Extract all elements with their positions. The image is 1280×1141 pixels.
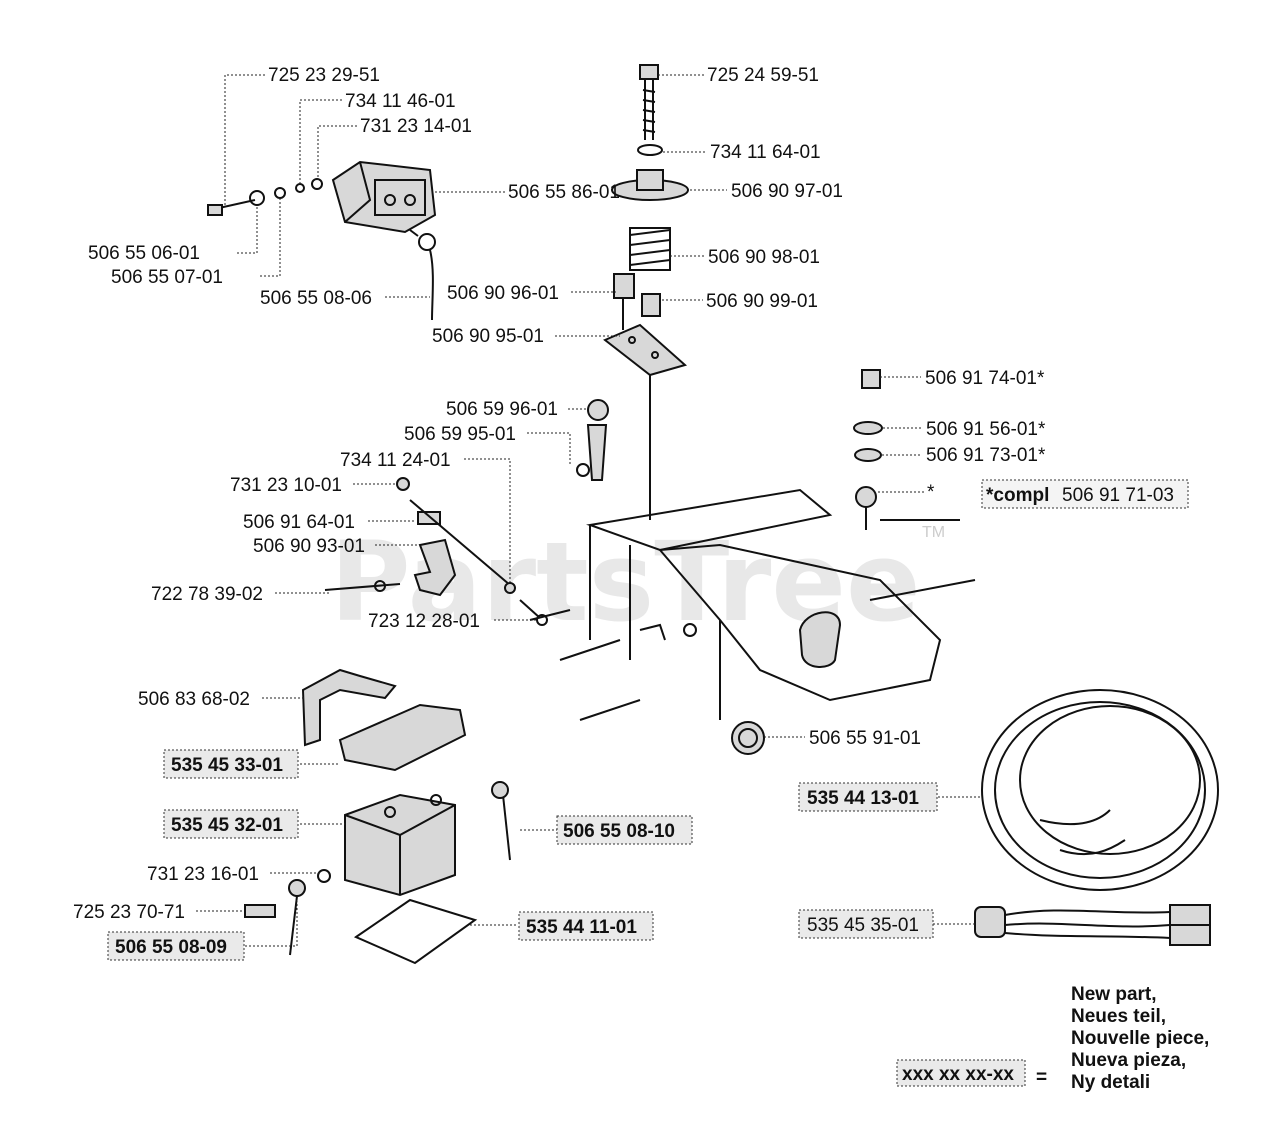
label-506-83-68-02: 506 83 68-02 — [138, 689, 250, 710]
label-506-90-97-01: 506 90 97-01 — [731, 181, 843, 202]
label-506-55-91-01: 506 55 91-01 — [809, 728, 921, 749]
lever-drawing — [576, 399, 609, 481]
legend-line-3: Nouvelle piece, — [1071, 1028, 1209, 1049]
label-734-11-64-01: 734 11 64-01 — [710, 142, 821, 163]
battery-drawing — [244, 668, 511, 965]
legend-line-2: Neues teil, — [1071, 1006, 1166, 1027]
label-506-90-93-01: 506 90 93-01 — [253, 536, 365, 557]
label-506-55-07-01: 506 55 07-01 — [111, 267, 223, 288]
label-725-24-59-51: 725 24 59-51 — [707, 65, 819, 86]
label-506-90-98-01: 506 90 98-01 — [708, 247, 820, 268]
solenoid-drawing — [207, 160, 437, 321]
label-compl-number: 506 91 71-03 — [1062, 485, 1174, 506]
bracket-drawing — [324, 477, 548, 626]
label-506-55-08-06: 506 55 08-06 — [260, 288, 372, 309]
new-part-box-535-44-13-01 — [798, 782, 938, 812]
part-labels: 725 23 29-51 734 11 46-01 731 23 14-01 5… — [73, 65, 1189, 961]
label-506-90-99-01: 506 90 99-01 — [706, 291, 818, 312]
label-506-55-86-01: 506 55 86-01 — [508, 182, 620, 203]
label-535-44-13-01: 535 44 13-01 — [807, 788, 919, 809]
legend-equals: = — [1036, 1067, 1047, 1088]
label-506-91-64-01: 506 91 64-01 — [243, 512, 355, 533]
label-506-55-06-01: 506 55 06-01 — [88, 243, 200, 264]
label-506-91-56-01: 506 91 56-01* — [926, 419, 1046, 440]
legend-line-1: New part, — [1071, 984, 1157, 1005]
label-731-23-16-01: 731 23 16-01 — [147, 864, 259, 885]
label-731-23-14-01: 731 23 14-01 — [360, 116, 472, 137]
label-compl-prefix: *compl — [986, 485, 1049, 506]
legend: New part, Neues teil, Nouvelle piece, Nu… — [896, 984, 1209, 1093]
new-part-box-535-45-33-01 — [163, 749, 299, 779]
legend-line-5: Ny detali — [1071, 1072, 1150, 1093]
label-506-55-08-10: 506 55 08-10 — [563, 821, 675, 842]
legend-sample-box — [896, 1059, 1026, 1087]
label-506-55-08-09: 506 55 08-09 — [115, 937, 227, 958]
label-725-23-29-51: 725 23 29-51 — [268, 65, 380, 86]
label-506-59-95-01: 506 59 95-01 — [404, 424, 516, 445]
label-535-44-11-01: 535 44 11-01 — [526, 917, 637, 938]
new-part-box-506-55-08-09 — [107, 931, 245, 961]
label-535-45-32-01: 535 45 32-01 — [171, 815, 283, 836]
new-part-box-535-45-32-01 — [163, 809, 299, 839]
chassis-drawing — [529, 488, 976, 721]
new-part-box-506-55-08-10 — [556, 815, 693, 845]
label-725-23-70-71: 725 23 70-71 — [73, 902, 185, 923]
label-star: * — [927, 482, 935, 503]
key-switch-drawing — [853, 369, 883, 530]
legend-sample: xxx xx xx-xx — [902, 1064, 1014, 1085]
label-722-78-39-02: 722 78 39-02 — [151, 584, 263, 605]
trademark-mark: TM — [922, 524, 945, 541]
label-506-91-74-01: 506 91 74-01* — [925, 368, 1045, 389]
label-731-23-10-01: 731 23 10-01 — [230, 475, 342, 496]
label-535-45-33-01: 535 45 33-01 — [171, 755, 283, 776]
part-drawings — [207, 64, 1219, 965]
label-506-91-73-01: 506 91 73-01* — [926, 445, 1046, 466]
bushing-drawing — [731, 721, 765, 755]
label-734-11-46-01: 734 11 46-01 — [345, 91, 456, 112]
label-723-12-28-01: 723 12 28-01 — [368, 611, 480, 632]
wiring-harness-drawing — [981, 689, 1219, 891]
compl-box — [981, 479, 1189, 509]
spring-stack-drawing — [603, 64, 689, 520]
label-535-45-35-01: 535 45 35-01 — [807, 915, 919, 936]
label-506-90-96-01: 506 90 96-01 — [447, 283, 559, 304]
leader-lines — [196, 74, 982, 947]
new-part-box-535-44-11-01 — [518, 911, 654, 941]
label-506-59-96-01: 506 59 96-01 — [446, 399, 558, 420]
new-part-box-535-45-35-01 — [798, 909, 934, 939]
label-734-11-24-01: 734 11 24-01 — [340, 450, 451, 471]
connector-drawing — [974, 904, 1211, 946]
legend-line-4: Nueva pieza, — [1071, 1050, 1186, 1071]
label-506-90-95-01: 506 90 95-01 — [432, 326, 544, 347]
